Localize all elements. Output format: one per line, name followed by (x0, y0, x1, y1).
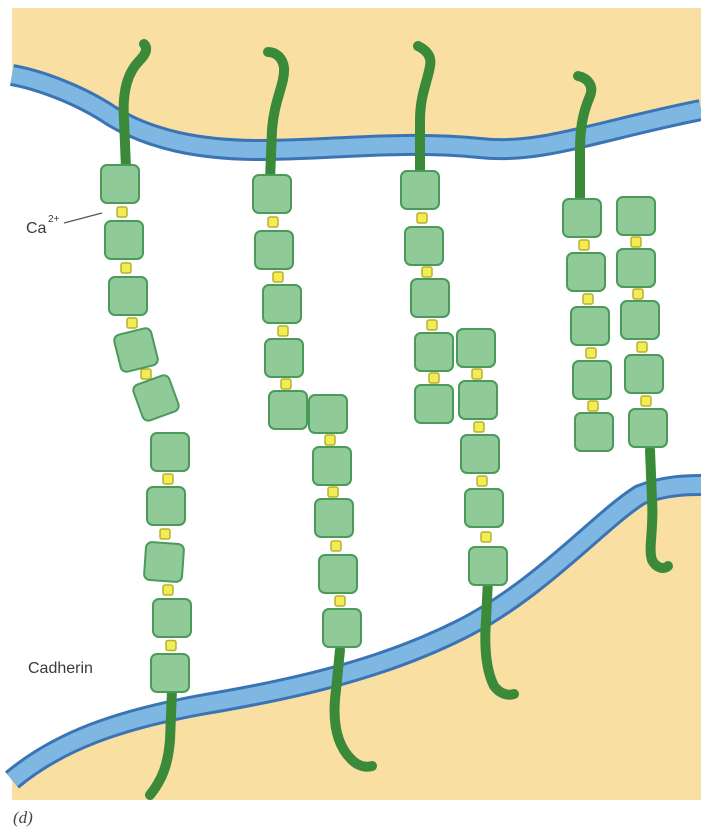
calcium-ion (268, 217, 278, 227)
cadherin-domain (575, 413, 613, 451)
calcium-ion (127, 318, 137, 328)
calcium-ion (141, 369, 151, 379)
cadherin-domain (253, 175, 291, 213)
cadherin-domain (415, 333, 453, 371)
calcium-ion (281, 379, 291, 389)
cadherin-domain (567, 253, 605, 291)
calcium-ion (588, 401, 598, 411)
cadherin-domain (617, 197, 655, 235)
cadherin-domain (315, 499, 353, 537)
cadherin-domain (401, 171, 439, 209)
cadherin-domain (263, 285, 301, 323)
calcium-ion (481, 532, 491, 542)
cadherin-domain (459, 381, 497, 419)
calcium-ion (117, 207, 127, 217)
cadherin-domain (629, 409, 667, 447)
calcium-ion (166, 641, 176, 651)
cadherin-domain (323, 609, 361, 647)
calcium-ion (121, 263, 131, 273)
calcium-ion (474, 422, 484, 432)
calcium-ion (273, 272, 283, 282)
cadherin-domain (621, 301, 659, 339)
cadherin-domain (101, 165, 139, 203)
cadherin-domain (265, 339, 303, 377)
calcium-ion (427, 320, 437, 330)
cadherin-domain (109, 277, 147, 315)
cadherin-domain (405, 227, 443, 265)
calcium-ion (160, 529, 170, 539)
cadherin-domain (105, 221, 143, 259)
calcium-ion (586, 348, 596, 358)
panel-letter: (d) (13, 808, 33, 828)
cadherin-domain (573, 361, 611, 399)
calcium-ion (278, 326, 288, 336)
cadherin-domain (411, 279, 449, 317)
cadherin-domain (269, 391, 307, 429)
calcium-ion (325, 435, 335, 445)
calcium-ion (583, 294, 593, 304)
cadherin-domain (153, 599, 191, 637)
calcium-ion (163, 585, 173, 595)
cadherin-domain (563, 199, 601, 237)
cadherin-domain (457, 329, 495, 367)
cadherin-label: Cadherin (28, 660, 93, 677)
cadherin-domain (313, 447, 351, 485)
calcium-ion (477, 476, 487, 486)
calcium-ion (335, 596, 345, 606)
calcium-ion (417, 213, 427, 223)
calcium-ion (163, 474, 173, 484)
cadherin-domain (617, 249, 655, 287)
cadherin-domain (571, 307, 609, 345)
cadherin-domain (151, 654, 189, 692)
cadherin-domain (469, 547, 507, 585)
calcium-ion (637, 342, 647, 352)
cadherin-domain (465, 489, 503, 527)
calcium-ion (331, 541, 341, 551)
cadherin-domain (461, 435, 499, 473)
cadherin-domain (309, 395, 347, 433)
cadherin-domain (144, 542, 185, 583)
calcium-label-text: Ca (26, 220, 47, 237)
cadherin-domain (255, 231, 293, 269)
cadherin-domain (151, 433, 189, 471)
calcium-ion (472, 369, 482, 379)
calcium-ion (641, 396, 651, 406)
cadherin-domain (319, 555, 357, 593)
cadherin-domain (625, 355, 663, 393)
calcium-label-superscript: 2+ (48, 214, 60, 225)
cadherin-domain (415, 385, 453, 423)
calcium-ion (429, 373, 439, 383)
calcium-ion (579, 240, 589, 250)
calcium-ion (422, 267, 432, 277)
cadherin-domain (113, 327, 159, 373)
calcium-ion (328, 487, 338, 497)
calcium-ion (631, 237, 641, 247)
cadherin-domain (147, 487, 185, 525)
calcium-ion (633, 289, 643, 299)
